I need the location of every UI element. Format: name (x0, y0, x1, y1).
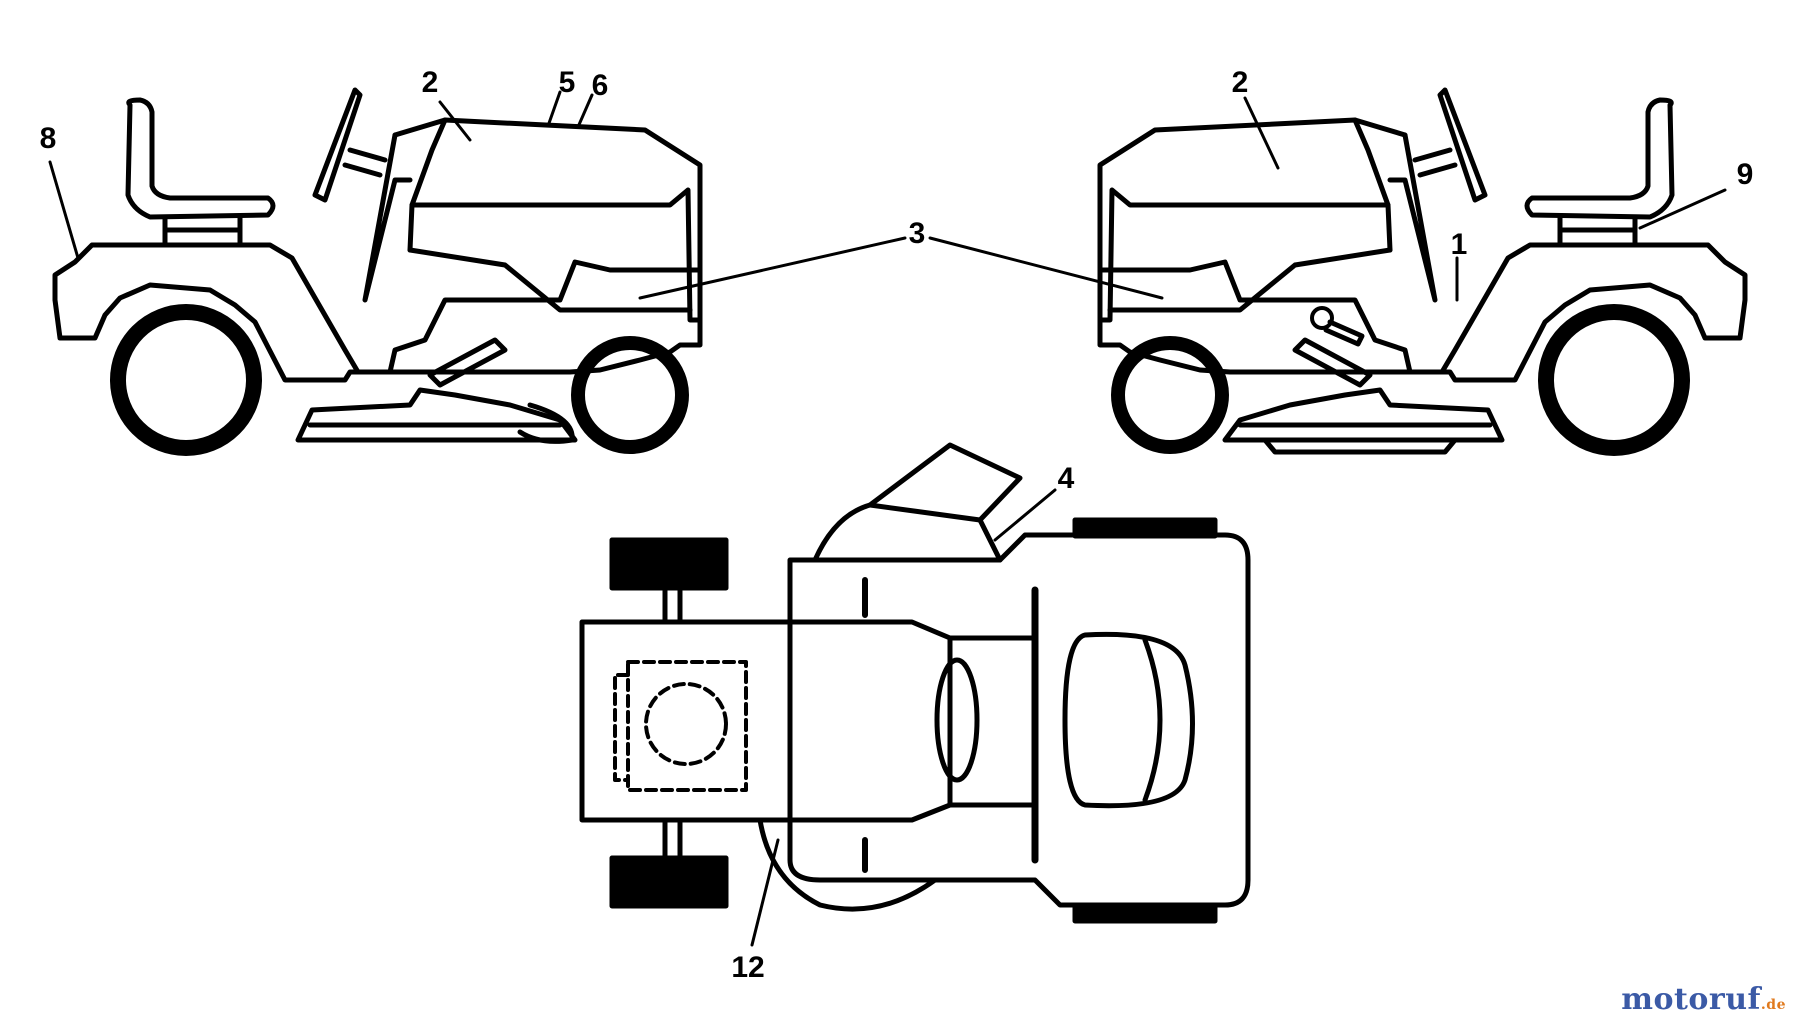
watermark-main: motoruf (1621, 982, 1761, 1017)
top-front-wheel-right (609, 855, 729, 909)
right-hood (1097, 117, 1408, 323)
top-chute-inner (867, 502, 983, 523)
left-hood (392, 117, 703, 323)
right-seat-post (1557, 214, 1638, 248)
right-pedal (1292, 337, 1373, 388)
top-front-axle (662, 585, 683, 861)
leader-12 (750, 838, 780, 947)
callout-9: 9 (1737, 158, 1754, 191)
top-deck-chute (812, 442, 1023, 563)
callout-2-left: 2 (422, 66, 439, 99)
top-hood (579, 619, 953, 823)
callout-labels: 8 2 5 6 3 2 9 1 4 12 (40, 66, 1754, 984)
callout-8: 8 (40, 122, 57, 155)
callout-2-right: 2 (1232, 66, 1249, 99)
right-rear-wheel (1538, 304, 1690, 456)
watermark-suffix: .de (1760, 997, 1786, 1013)
left-seat-post (162, 214, 243, 248)
left-deck-chute (517, 402, 575, 444)
watermark-logo: motoruf.de (1621, 982, 1786, 1017)
tractor-right-side-view (1097, 87, 1748, 455)
top-rear-body (787, 532, 1251, 908)
left-wheels (110, 304, 689, 456)
top-deck-bottom (757, 817, 938, 912)
right-steering (1412, 87, 1488, 203)
callout-6: 6 (592, 69, 609, 102)
right-hood-lower (1107, 117, 1393, 313)
top-seat-inner (1142, 637, 1163, 803)
right-deck-rail (1262, 437, 1458, 455)
left-steering (312, 87, 388, 203)
leader-5 (546, 90, 562, 128)
left-rear-wheel (110, 304, 262, 456)
right-dash (1387, 132, 1438, 303)
callout-3: 3 (909, 217, 926, 250)
right-wheels (1111, 304, 1690, 456)
top-rear-tire-upper (1072, 517, 1218, 539)
top-front-wheel-left (609, 537, 729, 591)
left-rear-fender (52, 242, 703, 383)
top-steering-wheel (934, 657, 980, 783)
top-rear-tire-lower (1072, 902, 1218, 924)
top-seat (1062, 631, 1195, 809)
top-engine-circle (644, 682, 728, 766)
callout-1: 1 (1451, 228, 1468, 261)
callout-12: 12 (731, 951, 764, 984)
leader-2-right (1243, 96, 1280, 170)
right-seat (1524, 97, 1675, 220)
tractor-top-view (579, 442, 1251, 924)
right-lever (1323, 319, 1365, 347)
left-seat (125, 97, 276, 220)
left-dash (362, 132, 413, 303)
leader-lines (48, 90, 1727, 947)
right-mower-deck (1222, 387, 1505, 443)
top-mid-section (947, 635, 1038, 808)
top-engine-outline (626, 660, 748, 792)
left-mower-deck (295, 387, 578, 443)
leader-2-left (438, 100, 472, 142)
right-knob (1310, 306, 1334, 330)
right-rear-fender (1097, 242, 1748, 383)
top-engine-side (613, 673, 630, 782)
callout-4: 4 (1058, 462, 1075, 495)
left-front-wheel (571, 336, 689, 454)
left-hood-lower (407, 117, 693, 313)
leader-6 (576, 93, 594, 129)
left-pedal (427, 337, 508, 388)
leader-4 (993, 488, 1057, 542)
leader-3-left (638, 236, 907, 300)
leader-3-right (928, 236, 1164, 300)
leader-9 (1638, 188, 1727, 230)
leader-8 (48, 160, 80, 260)
right-front-wheel (1111, 336, 1229, 454)
tractor-left-side-view (52, 87, 703, 444)
callout-5: 5 (559, 66, 576, 99)
